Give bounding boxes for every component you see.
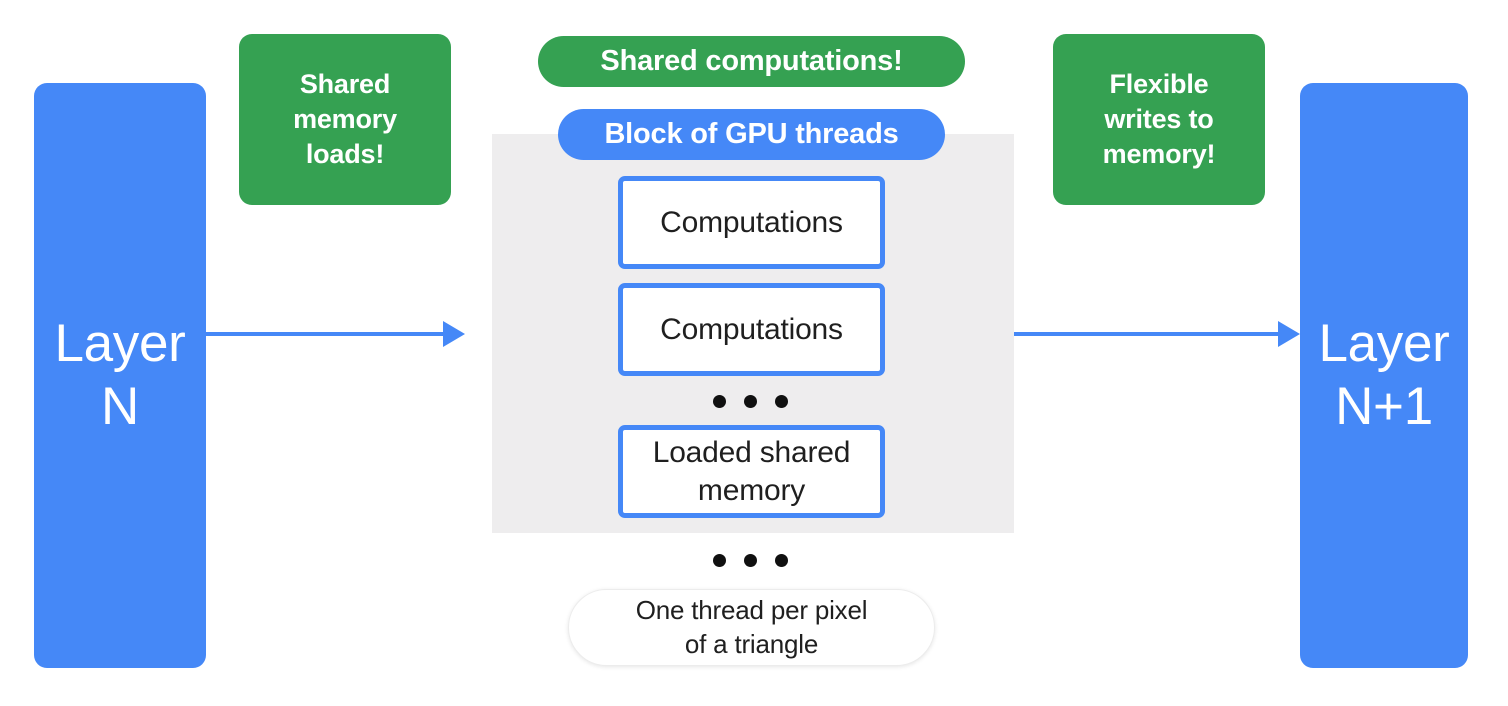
dot-icon [713,554,726,567]
arrow-layer-n-to-block [206,321,465,347]
dot-icon [744,554,757,567]
callout-shared-computations: Shared computations! [538,36,965,87]
arrow-shaft [206,332,443,336]
arrow-head-icon [443,321,465,347]
layer-n-plus-1-block: Layer N+1 [1300,83,1468,668]
thread-box: Computations [618,283,885,376]
label-block-of-gpu-threads: Block of GPU threads [558,109,945,160]
ellipsis-below-block [713,554,788,567]
layer-n-block: Layer N [34,83,206,668]
dot-icon [744,395,757,408]
arrow-shaft [1014,332,1278,336]
dot-icon [775,554,788,567]
thread-box: Loaded shared memory [618,425,885,518]
callout-one-thread-per-pixel: One thread per pixel of a triangle [568,589,935,666]
arrow-head-icon [1278,321,1300,347]
callout-flexible-writes-to-memory: Flexible writes to memory! [1053,34,1265,205]
ellipsis-inside-block [713,395,788,408]
callout-shared-memory-loads: Shared memory loads! [239,34,451,205]
thread-box: Computations [618,176,885,269]
dot-icon [713,395,726,408]
arrow-block-to-layer-n1 [1014,321,1300,347]
dot-icon [775,395,788,408]
